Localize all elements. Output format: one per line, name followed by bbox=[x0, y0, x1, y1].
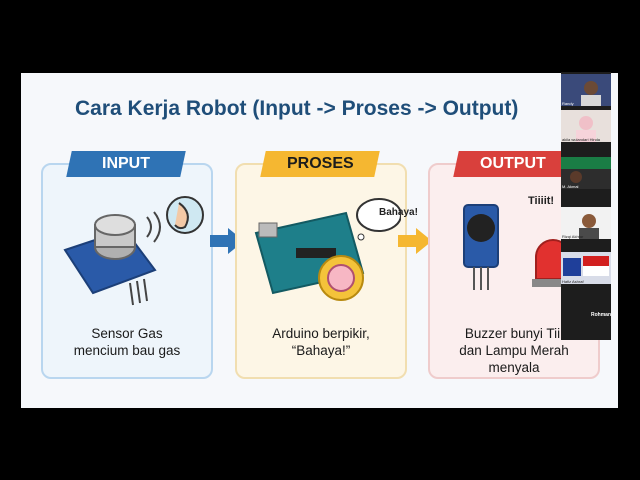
arrow-right-icon bbox=[398, 228, 432, 254]
proses-description: Arduino berpikir, “Bahaya!” bbox=[237, 325, 405, 359]
bahaya-bubble-text: Bahaya! bbox=[379, 207, 418, 218]
output-banner-label: OUTPUT bbox=[480, 155, 546, 172]
proses-card: PROSES Arduino berpikir, “Bahaya!” bbox=[235, 151, 407, 379]
output-description: Buzzer bunyi Tiii dan Lampu Merah menyal… bbox=[430, 325, 598, 376]
participant-tile[interactable]: akila wulandari Hinda bbox=[561, 110, 611, 142]
participant-tile[interactable]: Rizqi Akhtar bbox=[561, 207, 611, 239]
participant-name: Rizqi Akhtar bbox=[562, 234, 584, 239]
output-text-line3: menyala bbox=[488, 360, 540, 375]
participant-avatar bbox=[581, 81, 601, 106]
proses-banner-label: PROSES bbox=[286, 155, 354, 172]
arduino-board-icon bbox=[254, 198, 401, 301]
input-text-line2: mencium bau gas bbox=[73, 343, 181, 358]
tiiiit-sound-text: Tiiiit! bbox=[528, 195, 555, 207]
proses-text-line2: “Bahaya!” bbox=[291, 343, 351, 358]
participant-name: M. Akmal bbox=[562, 184, 579, 189]
proses-text-line1: Arduino berpikir, bbox=[272, 326, 370, 341]
input-description: Sensor Gas mencium bau gas bbox=[43, 325, 211, 359]
presentation-slide: Cara Kerja Robot (Input -> Proses -> Out… bbox=[21, 73, 618, 408]
output-text-line2: dan Lampu Merah bbox=[459, 343, 569, 358]
gas-sensor-icon bbox=[63, 196, 204, 306]
flag-icon bbox=[563, 256, 609, 276]
participant-avatar bbox=[561, 157, 611, 183]
participant-name: akila wulandari Hinda bbox=[562, 137, 601, 142]
participant-tile[interactable]: M. Akmal bbox=[561, 157, 611, 189]
input-card: INPUT Sensor Gas mencium bau gas bbox=[41, 151, 213, 379]
participants-video-panel[interactable]: Randy akila wulandari Hinda M. Akmal Riz… bbox=[561, 72, 611, 340]
output-banner: OUTPUT bbox=[453, 151, 573, 177]
participant-avatar bbox=[576, 116, 596, 142]
participant-name: Rohman bbox=[591, 312, 611, 318]
participant-avatar bbox=[579, 214, 599, 239]
participant-tile[interactable]: Randy bbox=[561, 74, 611, 106]
input-banner: INPUT bbox=[66, 151, 186, 177]
proses-banner: PROSES bbox=[260, 151, 380, 177]
participant-name: Randy bbox=[562, 101, 574, 106]
input-banner-label: INPUT bbox=[102, 155, 150, 172]
slide-title: Cara Kerja Robot (Input -> Proses -> Out… bbox=[75, 97, 519, 120]
output-text-line1: Buzzer bunyi Tiii bbox=[464, 326, 564, 341]
input-text-line1: Sensor Gas bbox=[91, 326, 163, 341]
buzzer-icon bbox=[463, 204, 499, 290]
participant-tile[interactable]: Rohman bbox=[561, 300, 611, 332]
participant-name: Hafiz Ashraf bbox=[562, 279, 584, 284]
participant-tile[interactable]: Hafiz Ashraf bbox=[561, 252, 611, 284]
